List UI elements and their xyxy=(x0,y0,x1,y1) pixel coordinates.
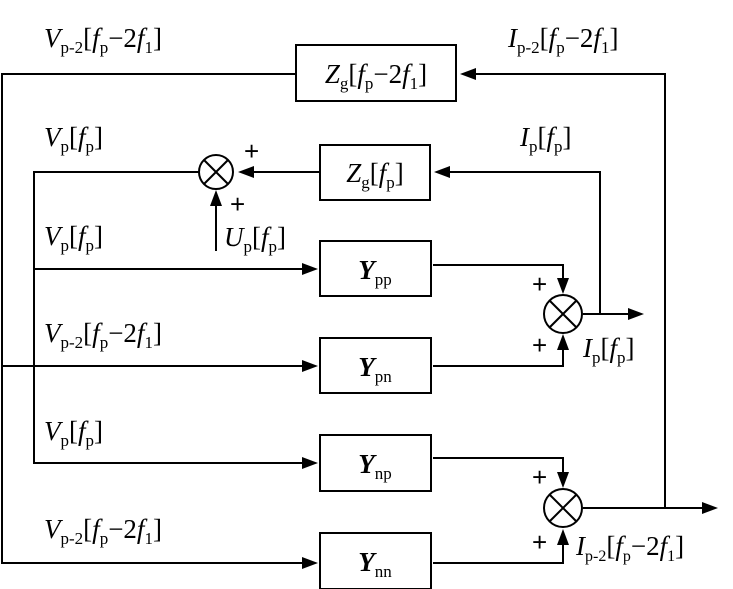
arrow-up-into-sum xyxy=(210,190,222,206)
arrow-into-ypn xyxy=(302,360,318,372)
signal-label-i-p2-top: Ip-2[fp−2f1] xyxy=(507,23,618,57)
plus-sign: + xyxy=(532,330,547,360)
signal-label-v-p-ynp: Vp[fp] xyxy=(44,416,103,450)
wire-ynn-to-sum2 xyxy=(433,537,564,564)
signal-label-v-p2-ypn: Vp-2[fp−2f1] xyxy=(44,318,162,352)
plus-sign: + xyxy=(532,269,547,299)
block-zg-fp-2f1: Zg[fp−2f1] xyxy=(295,44,457,102)
plus-sign: + xyxy=(532,462,547,492)
plus-sign: + xyxy=(230,189,245,219)
arrow-into-zg xyxy=(434,166,450,178)
svg-text:Ynp: Ynp xyxy=(358,449,392,483)
signal-label-i-p-output: Ip[fp] xyxy=(582,333,635,367)
arrow-into-zg2 xyxy=(460,68,476,80)
arrow-into-sum2-top xyxy=(557,472,569,488)
arrow-into-sum1-bottom xyxy=(557,334,569,350)
svg-text:Ypn: Ypn xyxy=(358,352,392,386)
signal-label-i-p2-output: Ip-2[fp−2f1] xyxy=(575,531,684,565)
arrow-ip2-output xyxy=(702,502,718,514)
block-ypn: Ypn xyxy=(319,337,432,394)
signal-label-u-p: Up[fp] xyxy=(224,222,286,256)
summing-junction-ip2 xyxy=(543,488,583,528)
wire-sum-to-inner-bus xyxy=(33,171,310,464)
block-ynn: Ynn xyxy=(319,532,432,589)
signal-label-v-p-sum: Vp[fp] xyxy=(44,122,103,156)
arrow-into-ypp xyxy=(302,263,318,275)
svg-text:Ypp: Ypp xyxy=(358,255,392,289)
signal-label-v-p-ypp: Vp[fp] xyxy=(44,221,103,255)
svg-text:Ynn: Ynn xyxy=(358,547,392,581)
arrow-into-ynn xyxy=(302,557,318,569)
block-ypp: Ypp xyxy=(319,240,432,297)
arrow-into-sum-top xyxy=(238,166,254,178)
signal-label-i-p-feedback: Ip[fp] xyxy=(519,122,572,156)
block-zg-fp: Zg[fp] xyxy=(319,144,431,201)
svg-text:Zg[fp]: Zg[fp] xyxy=(346,158,404,192)
signal-label-v-p2-top: Vp-2[fp−2f1] xyxy=(44,23,162,57)
plus-sign: + xyxy=(244,136,259,166)
wire-ip2-feedback xyxy=(467,73,666,508)
arrow-into-ynp xyxy=(302,457,318,469)
signal-label-v-p2-ynn: Vp-2[fp−2f1] xyxy=(44,514,162,548)
svg-text:Zg[fp−2f1]: Zg[fp−2f1] xyxy=(325,59,427,93)
summing-junction-ip xyxy=(543,294,583,334)
plus-sign: + xyxy=(532,527,547,557)
arrow-ip-output xyxy=(628,308,644,320)
arrow-into-sum2-bottom xyxy=(557,529,569,545)
block-ynp: Ynp xyxy=(319,434,432,492)
wire-ip-feedback xyxy=(442,171,601,314)
wire-zg2-to-left-bus xyxy=(1,73,310,564)
arrow-into-sum1-top xyxy=(557,278,569,294)
summing-junction-top xyxy=(198,154,234,190)
